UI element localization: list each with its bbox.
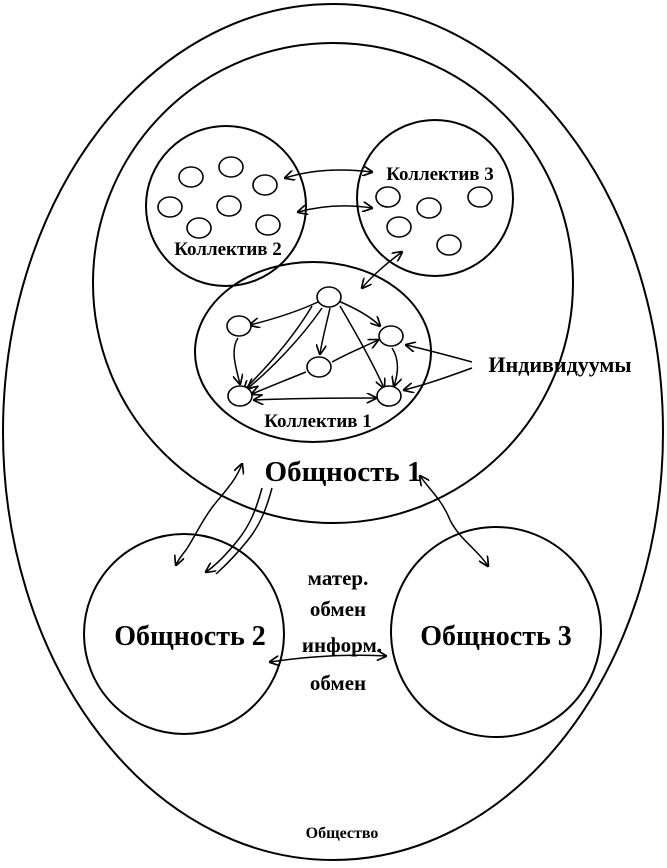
collective3-label: Коллектив 3: [386, 164, 494, 185]
community3-label: Общность 3: [420, 621, 572, 652]
community1-label: Общность 1: [265, 456, 422, 488]
collective2-label: Коллектив 2: [174, 239, 282, 260]
collective1-network: [226, 286, 404, 407]
community1-circle: [92, 42, 574, 524]
collective3-individuals: [375, 186, 493, 256]
info-exchange-line2: обмен: [310, 671, 366, 695]
collective1-label: Коллектив 1: [264, 411, 372, 432]
society-ellipse: [2, 3, 664, 861]
community-links: [176, 464, 488, 662]
collective1-ellipse: [194, 261, 432, 443]
society-label: Общество: [306, 825, 379, 842]
community2-label: Общность 2: [114, 621, 266, 652]
mat-exchange-line1: матер.: [308, 566, 369, 590]
community3-circle: [390, 526, 602, 738]
individuals-label: Индивидуумы: [488, 352, 631, 377]
collective2-individuals: [157, 156, 281, 239]
collective3-circle: [356, 119, 514, 277]
mat-exchange-line2: обмен: [310, 597, 366, 621]
individuals-pointers: [404, 345, 473, 390]
info-exchange-line1: информ.: [302, 633, 382, 657]
collective-links: [285, 170, 402, 288]
